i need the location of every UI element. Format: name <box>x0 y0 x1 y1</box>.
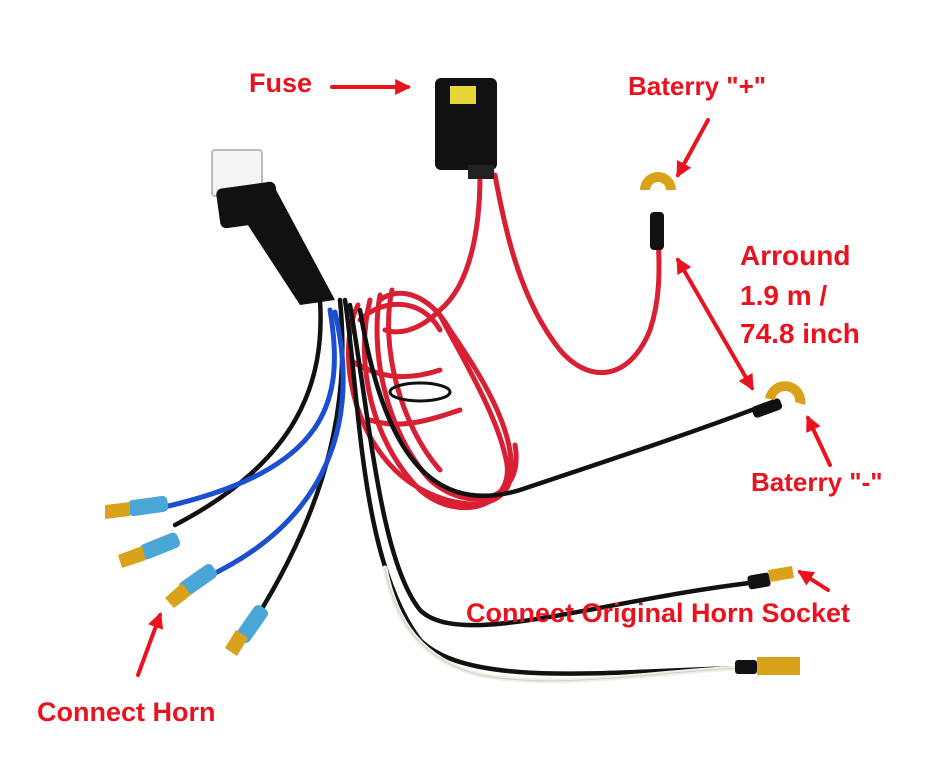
horn-socket-terminals <box>735 566 800 675</box>
length-label-line3: 74.8 inch <box>740 318 860 349</box>
battery-plus-terminal <box>640 172 676 250</box>
connect-horn-arrow <box>136 611 164 677</box>
battery-plus-label: Baterry "+" <box>628 71 767 101</box>
battery-minus-label: Baterry "-" <box>751 467 883 497</box>
spade-connector-2 <box>118 532 181 568</box>
connect-horn-label: Connect Horn <box>37 697 216 727</box>
length-arrow <box>676 257 754 391</box>
blue-wires <box>157 307 346 581</box>
spade-connector-4 <box>225 604 269 656</box>
battery-plus-arrow <box>676 118 710 178</box>
fuse-holder <box>435 78 497 179</box>
annotation-arrows <box>136 79 832 677</box>
horn-spade-connectors <box>105 495 269 656</box>
cable-tie <box>388 381 452 403</box>
white-wire-outline <box>384 567 741 682</box>
relay <box>211 149 335 305</box>
horn-socket-label: Connect Original Horn Socket <box>466 598 851 628</box>
length-label-line1: Arround <box>740 240 851 271</box>
battery-minus-arrow <box>806 415 832 467</box>
length-label-line2: 1.9 m / <box>740 280 828 311</box>
red-wires-to-fuse <box>382 172 662 376</box>
horn-socket-arrow <box>797 570 830 592</box>
spade-connector-1 <box>105 495 169 519</box>
fuse-label: Fuse <box>249 68 313 98</box>
battery-minus-terminal <box>751 381 806 418</box>
spade-connector-3 <box>165 563 218 608</box>
